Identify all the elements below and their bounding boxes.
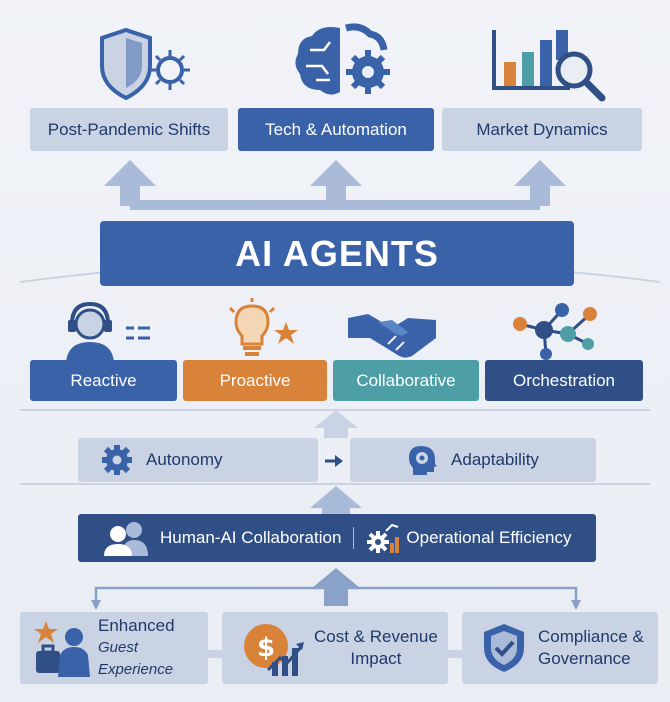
guest-luggage-icon	[34, 621, 90, 677]
lightbulb-star-icon	[228, 298, 298, 356]
outcome-label-line1: Enhanced	[98, 616, 175, 635]
capability-label: Adaptability	[451, 450, 539, 469]
enabler-bar: Human-AI Collaboration Operational Effic…	[78, 514, 596, 562]
outcome-guest-experience: Enhanced Guest Experience	[20, 612, 208, 684]
outcome-cost-revenue: $ Cost & Revenue Impact	[222, 612, 448, 684]
network-nodes-icon	[513, 303, 597, 360]
capability-autonomy: Autonomy	[78, 438, 318, 482]
headset-agent-icon	[66, 301, 150, 362]
agent-type-label: Collaborative	[356, 370, 456, 390]
agent-type-collaborative: Collaborative	[333, 360, 479, 401]
agent-type-label: Orchestration	[512, 370, 616, 390]
gear-icon	[102, 445, 132, 475]
agent-type-label: Reactive	[70, 370, 137, 390]
driver-post-pandemic-shifts: Post-Pandemic Shifts	[30, 108, 228, 151]
enabler-label: Operational Efficiency	[406, 528, 572, 547]
agent-type-proactive: Proactive	[183, 360, 327, 401]
agent-type-label: Proactive	[219, 370, 291, 390]
head-gear-icon	[409, 446, 438, 475]
title-banner: AI AGENTS	[100, 221, 574, 286]
enabler-divider	[353, 527, 355, 549]
enabler-label: Human-AI Collaboration	[160, 528, 342, 547]
gears-growth-icon	[367, 523, 400, 553]
outcome-label-line2: Guest Experience	[98, 639, 174, 678]
agent-type-orchestration: Orchestration	[485, 360, 643, 401]
bar-chart-magnifier-icon	[492, 30, 606, 102]
shield-virus-icon	[100, 27, 190, 101]
outcome-label-line2: Impact	[350, 649, 402, 668]
arrow-right-icon	[325, 455, 343, 467]
driver-label: Tech & Automation	[265, 119, 407, 139]
driver-label: Post-Pandemic Shifts	[47, 119, 211, 139]
brain-gear-icon	[295, 23, 390, 95]
dollar-growth-icon: $	[244, 624, 304, 676]
outcome-label-line1: Cost & Revenue	[314, 627, 438, 646]
svg-text:$: $	[257, 633, 275, 663]
page-title: AI AGENTS	[235, 232, 439, 274]
handshake-icon	[348, 314, 436, 358]
people-icon	[104, 522, 148, 556]
driver-label: Market Dynamics	[476, 119, 608, 139]
capability-label: Autonomy	[146, 450, 223, 469]
outcome-label-line1: Compliance &	[538, 627, 644, 646]
shield-check-icon	[484, 624, 524, 672]
driver-market-dynamics: Market Dynamics	[442, 108, 642, 151]
driver-tech-automation: Tech & Automation	[238, 108, 434, 151]
outcome-compliance-governance: Compliance & Governance	[462, 612, 658, 684]
outcome-label-line2: Governance	[538, 649, 631, 668]
agent-type-reactive: Reactive	[30, 360, 177, 401]
capability-adaptability: Adaptability	[350, 438, 596, 482]
